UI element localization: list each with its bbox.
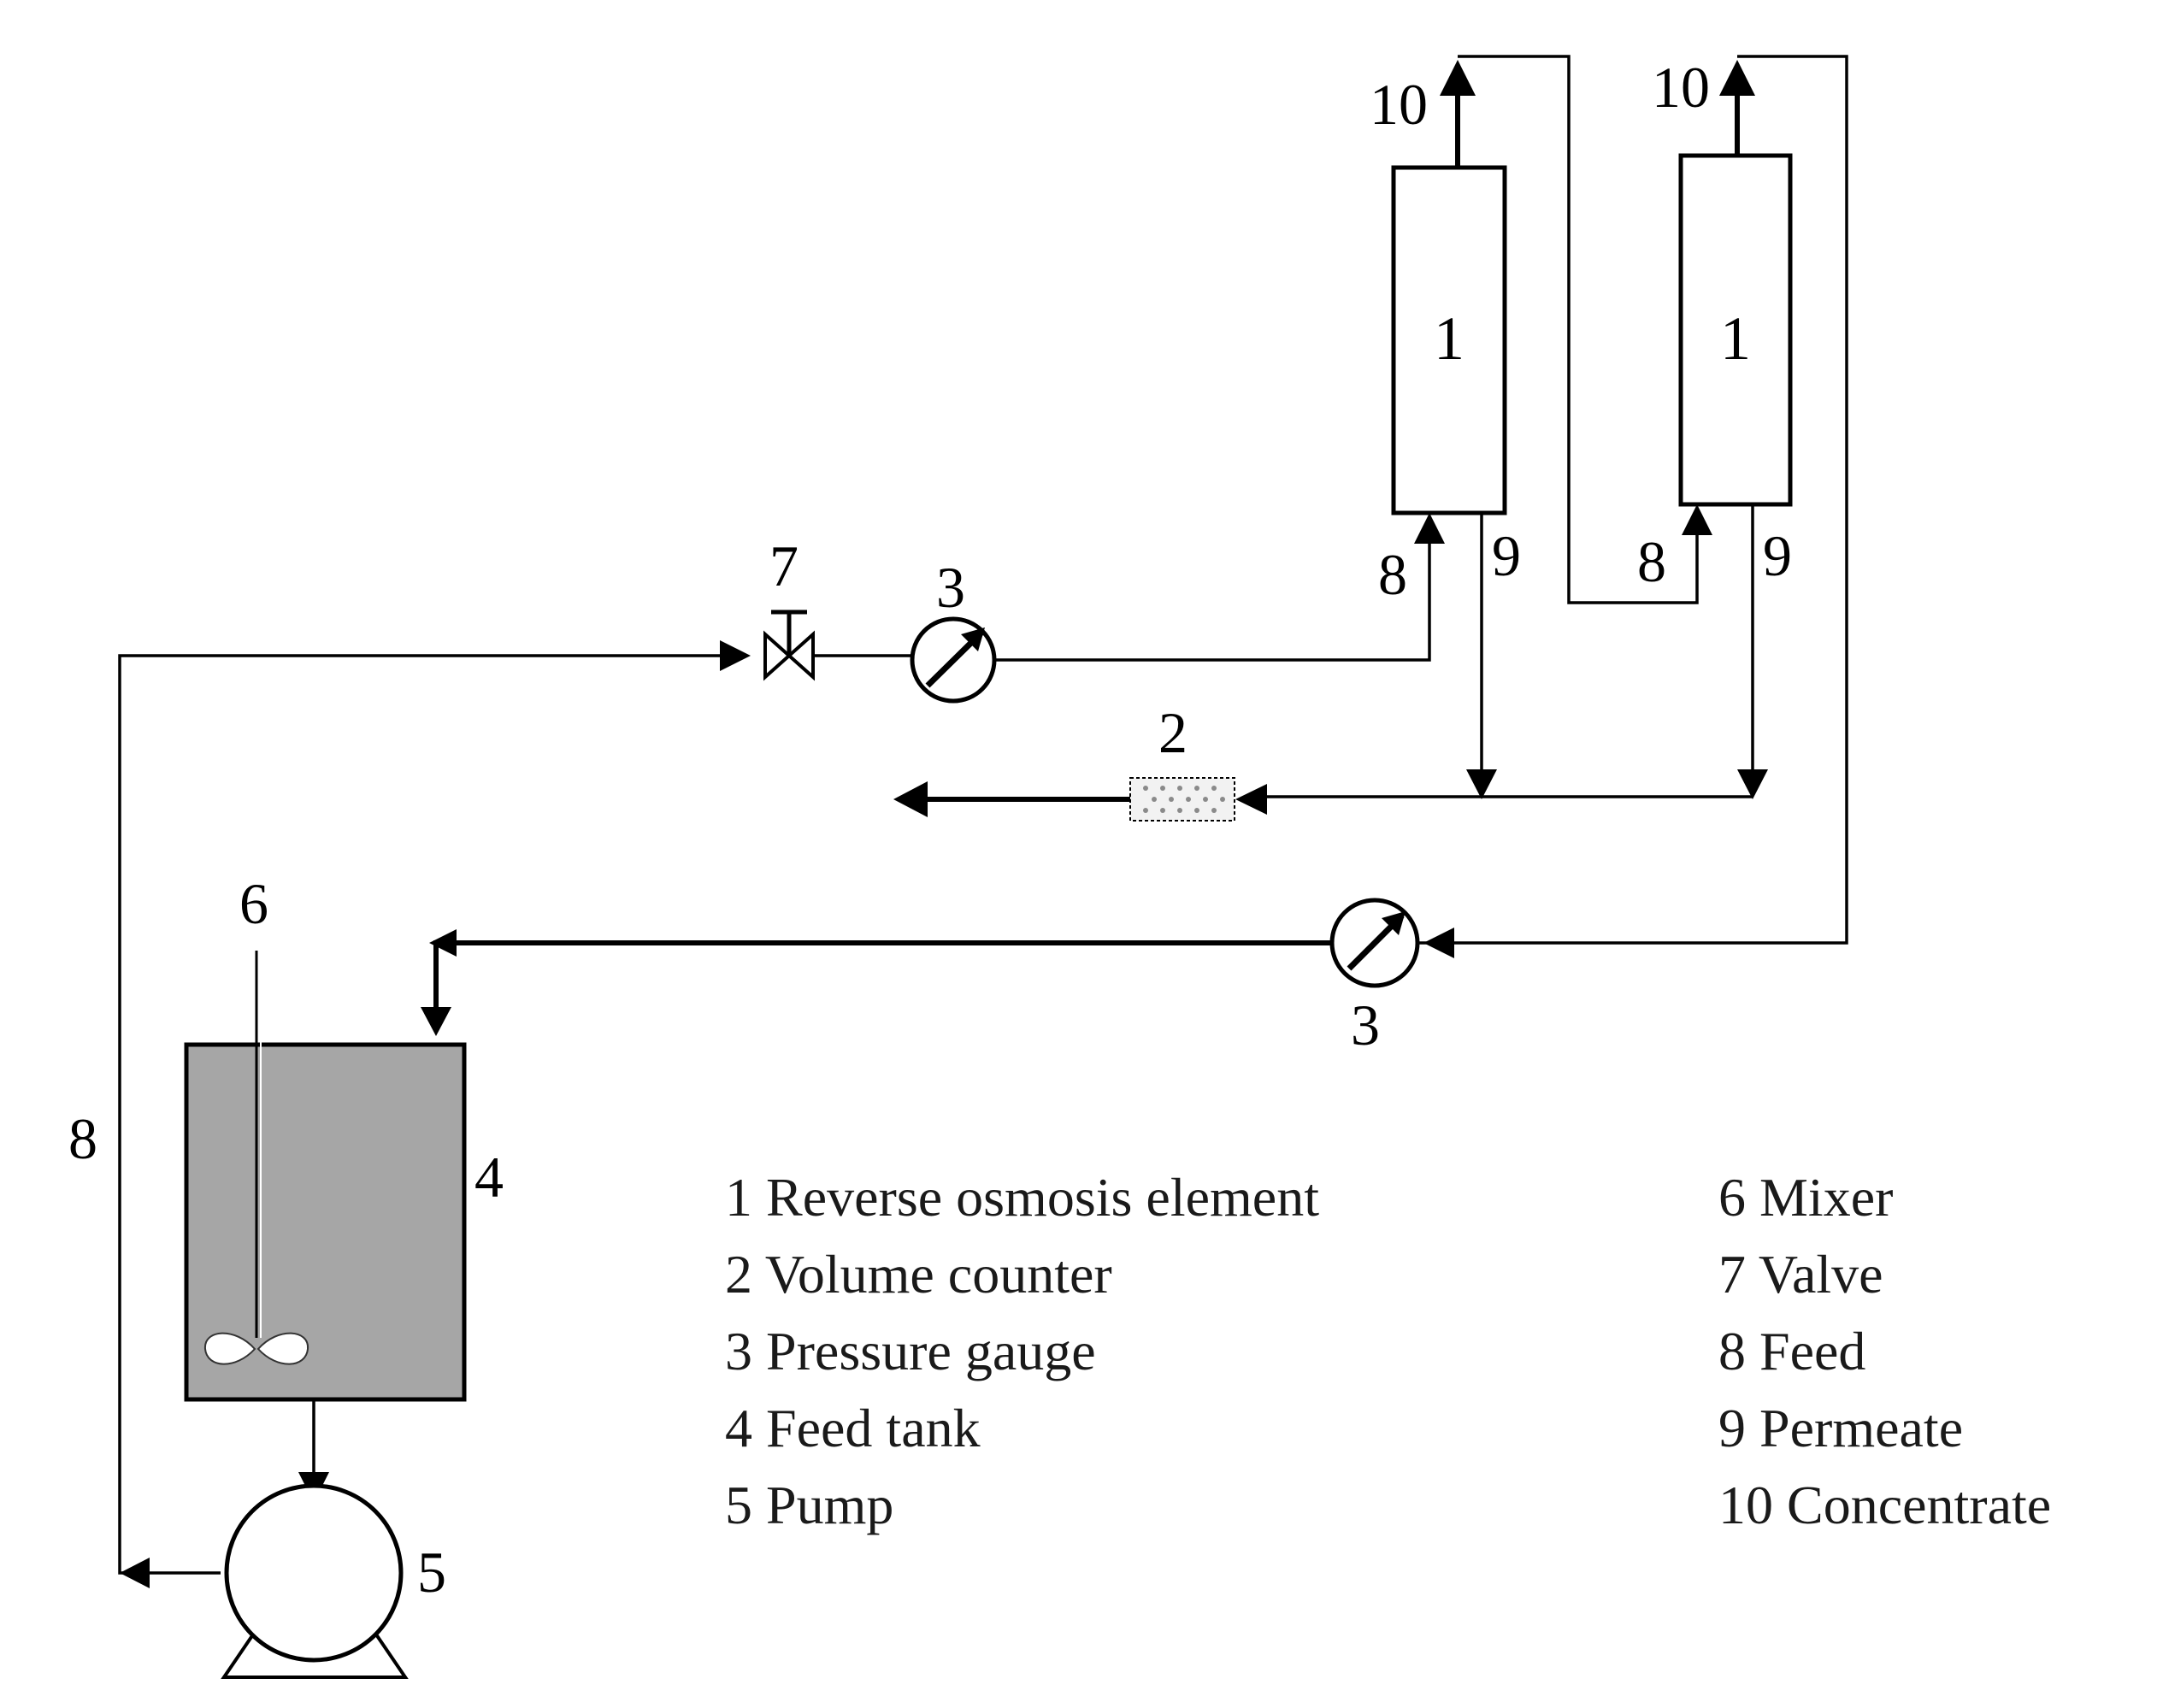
pressure-gauge-return-icon [1329, 898, 1420, 988]
legend-item: 7 Valve [1718, 1244, 1883, 1305]
legend-item: 10 Concentrate [1718, 1475, 2051, 1535]
legend-item: 1 Reverse osmosis element [725, 1167, 1319, 1228]
feed-arrow-right-icon [720, 640, 751, 671]
valve-label: 7 [769, 533, 799, 598]
pump-icon [221, 1483, 409, 1679]
legend-item: 9 Permeate [1718, 1398, 1963, 1458]
legend-item: 4 Feed tank [725, 1398, 981, 1458]
legend-item: 3 Pressure gauge [725, 1321, 1096, 1381]
feed-line [118, 654, 744, 1575]
concentrate-return-pipe [1419, 55, 1848, 945]
gauge-feed-label: 3 [936, 555, 965, 620]
return-to-tank-pipe [433, 940, 1331, 1019]
permeate-b-arrow-icon [1737, 769, 1768, 799]
permeate-a-arrow-icon [1466, 769, 1497, 799]
feed-in-b-arrow-icon [1682, 504, 1712, 535]
ro-element-b-label: 1 [1720, 304, 1751, 373]
mixer-icon [203, 951, 309, 1365]
permeate-b-label: 9 [1763, 523, 1792, 588]
volume-counter-icon [1129, 777, 1235, 822]
concentrate-b-arrow-icon [1719, 60, 1755, 96]
ro-element-a-label: 1 [1434, 304, 1465, 373]
feed-in-a-label: 8 [1378, 542, 1407, 607]
permeate-outlet-arrow-icon [893, 781, 928, 817]
concentrate-b-label: 10 [1652, 55, 1710, 120]
feed-in-a-arrow-icon [1414, 513, 1445, 544]
legend: 1 Reverse osmosis element 2 Volume count… [725, 1167, 2051, 1535]
pressure-gauge-feed-icon [910, 616, 997, 704]
return-arrow-lead-icon [429, 929, 457, 957]
permeate-a-label: 9 [1492, 523, 1521, 588]
legend-item: 8 Feed [1718, 1321, 1865, 1381]
volume-counter-label: 2 [1158, 700, 1188, 765]
concentrate-a-arrow-icon [1440, 60, 1476, 96]
legend-item: 6 Mixer [1718, 1167, 1893, 1228]
permeate-collector-arrow-icon [1235, 784, 1267, 815]
valve-icon [763, 610, 815, 681]
feed-in-b-label: 8 [1637, 529, 1666, 594]
feed-arrow-left-icon [120, 1558, 150, 1588]
ro-element-a [1391, 165, 1507, 515]
feed-to-element-a-pipe [994, 530, 1431, 662]
legend-item: 2 Volume counter [725, 1244, 1112, 1305]
feed-tank-label: 4 [474, 1145, 504, 1210]
feed-line-label: 8 [68, 1106, 97, 1171]
a-to-b-transfer-pipe [1458, 55, 1699, 604]
ro-element-b [1678, 153, 1793, 507]
mixer-label: 6 [239, 871, 268, 936]
legend-item: 5 Pump [725, 1475, 893, 1535]
pump-label: 5 [417, 1540, 446, 1605]
gauge-return-label: 3 [1351, 992, 1380, 1057]
return-arrow-down-icon [421, 1007, 451, 1036]
concentrate-a-label: 10 [1370, 72, 1428, 137]
return-arrow-left-icon [1423, 928, 1454, 958]
